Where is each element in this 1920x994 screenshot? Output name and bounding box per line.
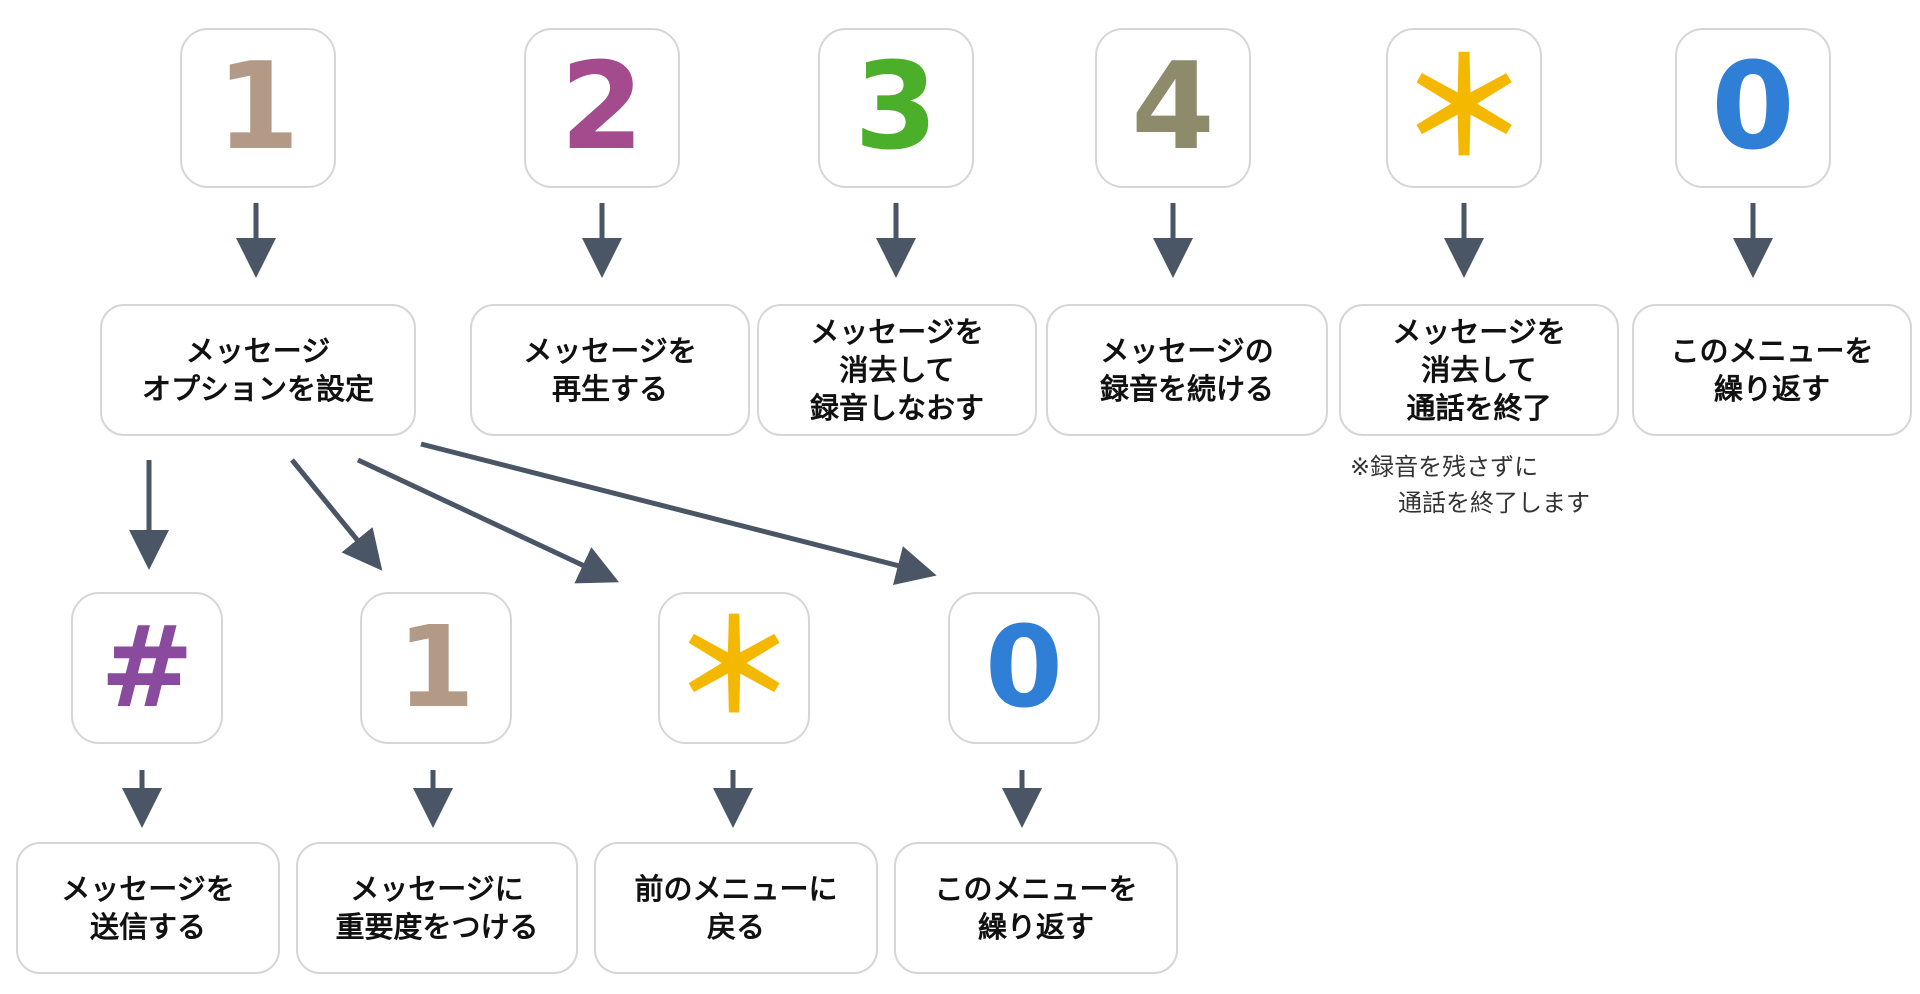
digit-1-icon: 1 <box>397 603 475 733</box>
box-mark-urgent: メッセージに 重要度をつける <box>296 842 578 974</box>
key-1: 1 <box>180 28 336 188</box>
digit-4-icon: 4 <box>1131 38 1215 177</box>
box-repeat-menu-2: このメニューを 繰り返す <box>894 842 1178 974</box>
key-sub-0: 0 <box>948 592 1100 744</box>
box-previous-menu: 前のメニューに 戻る <box>594 842 878 974</box>
asterisk-icon: ＊ <box>1398 32 1529 184</box>
note-end-without-saving: ※録音を残さずに 通話を終了します <box>1350 453 1590 517</box>
key-2: 2 <box>524 28 680 188</box>
key-sub-star: ＊ <box>658 592 810 744</box>
key-4: 4 <box>1095 28 1251 188</box>
key-star: ＊ <box>1386 28 1542 188</box>
asterisk-icon: ＊ <box>671 596 796 740</box>
arrow-options-to-sub1 <box>290 458 383 571</box>
digit-3-icon: 3 <box>854 38 938 177</box>
arrow-options-to-substar <box>356 457 620 584</box>
digit-0-icon: 0 <box>1711 38 1795 177</box>
digit-2-icon: 2 <box>560 38 644 177</box>
arrow-options-to-sub0 <box>420 441 937 585</box>
digit-0-icon: 0 <box>985 603 1063 733</box>
box-play-message: メッセージを 再生する <box>470 304 750 436</box>
box-erase-end-call: メッセージを 消去して 通話を終了 <box>1339 304 1619 436</box>
key-sub-1: 1 <box>360 592 512 744</box>
key-hash: # <box>71 592 223 744</box>
box-message-options: メッセージ オプションを設定 <box>100 304 416 436</box>
hash-icon: # <box>100 603 194 733</box>
key-3: 3 <box>818 28 974 188</box>
box-repeat-menu: このメニューを 繰り返す <box>1632 304 1912 436</box>
key-0: 0 <box>1675 28 1831 188</box>
box-send-message: メッセージを 送信する <box>16 842 280 974</box>
box-erase-rerecord: メッセージを 消去して 録音しなおす <box>757 304 1037 436</box>
box-continue-recording: メッセージの 録音を続ける <box>1046 304 1328 436</box>
digit-1-icon: 1 <box>216 38 300 177</box>
